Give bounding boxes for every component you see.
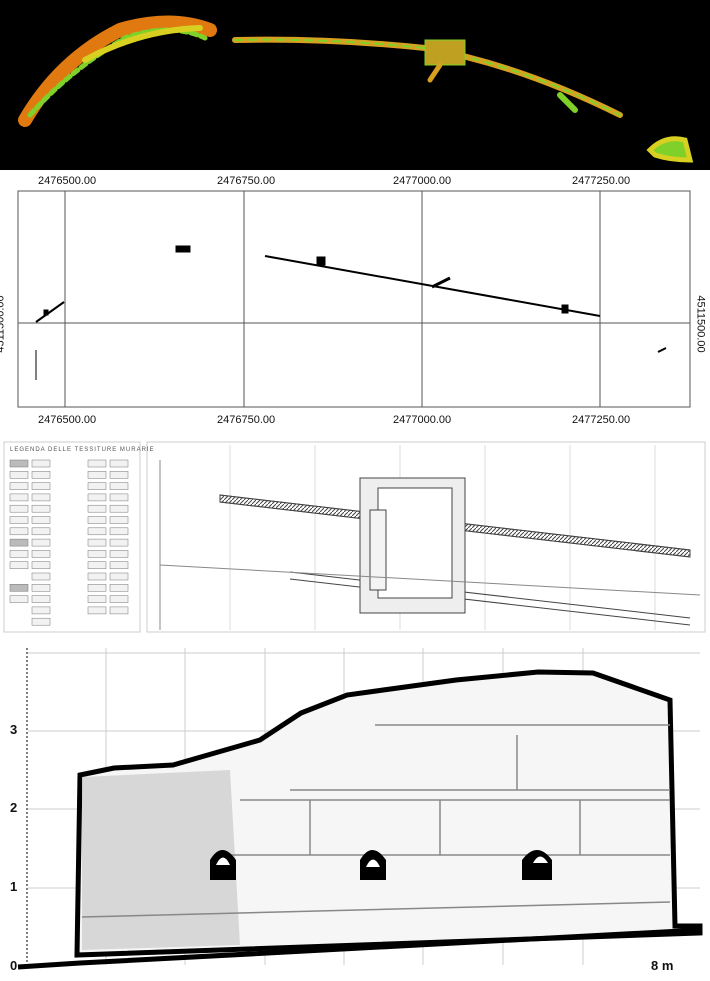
- legend-swatch: [87, 493, 107, 502]
- legend-swatch: [31, 572, 51, 581]
- legend-swatch: [87, 595, 107, 603]
- legend-swatch: [109, 572, 129, 581]
- legend-swatch: [87, 538, 107, 547]
- y-tick: 3: [10, 722, 18, 737]
- point-cloud: [18, 15, 694, 163]
- legend-swatch: [87, 527, 107, 536]
- legend-swatch: [109, 538, 129, 547]
- legend-swatch: [31, 550, 51, 558]
- x-tick-bottom: 2476500.00: [38, 414, 97, 426]
- wall-point-cloud: [17, 669, 703, 970]
- legend-swatch: [109, 584, 129, 592]
- x-tick-top: 2477000.00: [393, 175, 452, 187]
- x-tick-bottom: 2477000.00: [393, 414, 452, 426]
- legend-swatch: [31, 595, 51, 603]
- legend-swatch: [9, 516, 29, 524]
- legend-swatch: [109, 527, 129, 536]
- legend-swatch: [31, 584, 51, 592]
- legend-swatch: [31, 538, 51, 547]
- x-tick-bottom: 2477250.00: [572, 414, 631, 426]
- legend-swatch: [109, 504, 129, 513]
- legend-swatch: [87, 572, 107, 581]
- legend-title: LEGENDA DELLE TESSITURE MURARIE: [10, 447, 155, 453]
- legend-swatch: [9, 584, 29, 592]
- legend-swatch: [87, 584, 107, 592]
- legend-swatch: [109, 561, 129, 569]
- detail-plan: [159, 460, 701, 630]
- legend-swatch: [9, 504, 29, 513]
- legend-swatch: [87, 459, 107, 468]
- x-tick-top: 2476750.00: [217, 175, 276, 187]
- grid: [18, 191, 690, 407]
- legend-swatch: [87, 504, 107, 513]
- legend-swatch: [109, 550, 129, 558]
- legend-swatch: [9, 482, 29, 490]
- legend-swatch: [109, 493, 129, 502]
- legend-swatch: [31, 471, 51, 479]
- legend-swatch: [31, 606, 51, 615]
- x-tick-top: 2477250.00: [572, 175, 631, 187]
- plan-features: [35, 245, 667, 380]
- legend-swatch: [87, 471, 107, 479]
- legend-swatch: [109, 459, 129, 468]
- legend-swatch: [87, 550, 107, 558]
- elevation-panel: [17, 648, 703, 970]
- legend-swatch: [87, 561, 107, 569]
- legend-swatch: [87, 516, 107, 524]
- x-tick-bottom: 2476750.00: [217, 414, 276, 426]
- plan-map: [17, 190, 691, 408]
- legend-swatch: [109, 482, 129, 490]
- y-tick-left: 4511500.00: [0, 295, 7, 353]
- point-cloud-panel: [0, 0, 710, 170]
- legend-swatch: [31, 617, 51, 626]
- legend-swatch: [9, 561, 29, 569]
- legend-swatch: [31, 504, 51, 513]
- legend-swatch: [9, 459, 29, 468]
- legend-swatches: [9, 459, 129, 626]
- scale-label: 8 m: [651, 958, 674, 973]
- y-tick: 2: [10, 800, 18, 815]
- x-tick-top: 2476500.00: [38, 175, 97, 187]
- legend-swatch: [87, 482, 107, 490]
- legend-swatch: [9, 550, 29, 558]
- legend-swatch: [9, 595, 29, 603]
- legend-swatch: [109, 595, 129, 603]
- legend-swatch: [109, 516, 129, 524]
- legend-swatch: [87, 606, 107, 615]
- legend-swatch: [31, 493, 51, 502]
- legend-swatch: [9, 471, 29, 479]
- legend-swatch: [31, 527, 51, 536]
- y-tick: 1: [10, 879, 18, 894]
- legend-swatch: [31, 482, 51, 490]
- y-tick: 0: [10, 958, 18, 973]
- legend-swatch: [9, 538, 29, 547]
- legend-swatch: [109, 471, 129, 479]
- y-tick-right: 4511500.00: [694, 295, 707, 353]
- legend-swatch: [31, 561, 51, 569]
- legend-swatch: [109, 606, 129, 615]
- legend-swatch: [9, 527, 29, 536]
- legend-swatch: [31, 516, 51, 524]
- legend-swatch: [9, 493, 29, 502]
- detail-panel: [3, 441, 706, 633]
- legend-swatch: [31, 459, 51, 468]
